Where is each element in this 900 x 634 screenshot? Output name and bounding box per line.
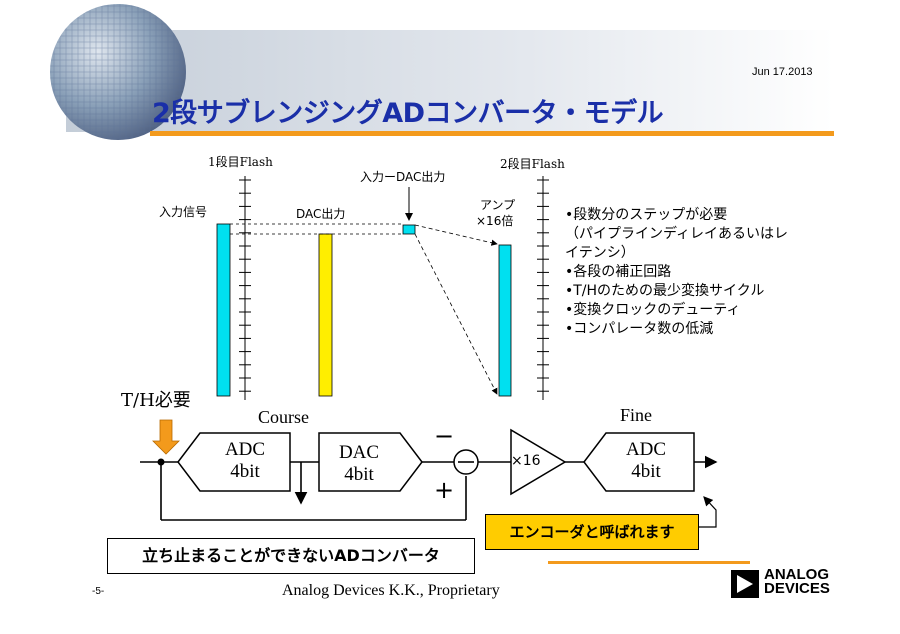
bullet-item: •各段の補正回路 [565, 264, 672, 280]
dac-label-line2: 4bit [344, 464, 374, 485]
amplified-bar [498, 244, 512, 397]
amplifier-block [510, 428, 567, 496]
encoder-callout: エンコーダと呼ばれます [485, 514, 699, 550]
flash1-ticks [239, 179, 251, 392]
flash2-ticks [537, 179, 549, 392]
th-arrow [152, 419, 180, 455]
bullet-item: イテンシ） [565, 245, 635, 261]
header-band [66, 30, 834, 132]
amp-bottom-arrow [414, 233, 498, 395]
minus-sign: − [434, 422, 455, 450]
bullet-item: •変換クロックのデューティ [565, 302, 741, 318]
amp-label-line1: アンプ [480, 198, 516, 212]
adc1-label: ADC 4bit [205, 439, 285, 483]
input-signal-bar [216, 223, 231, 397]
dac-label: DAC 4bit [319, 442, 399, 486]
difference-block [402, 224, 416, 235]
logo-line1: ANALOG [764, 566, 829, 583]
adc2-label: ADC 4bit [606, 439, 686, 483]
encoder-pointer [697, 496, 717, 528]
page-title: 2段サブレンジングADコンバータ・モデル [152, 98, 664, 129]
adc1-label-line1: ADC [224, 439, 266, 460]
amp-gain-label: ×16 [511, 453, 541, 469]
fine-label: Fine [620, 405, 653, 425]
dac-output-label: DAC出力 [296, 207, 346, 221]
bullet-item: •T/Hのための最少変換サイクル [565, 283, 765, 299]
dac-block [318, 432, 423, 492]
bullet-item: •コンパレータ数の低減 [565, 321, 714, 337]
dac-label-line1: DAC [338, 442, 380, 463]
adc2-label-line1: ADC [625, 439, 667, 460]
adc2-label-line2: 4bit [631, 461, 661, 482]
adc1-label-line2: 4bit [230, 461, 260, 482]
wafer-image [50, 4, 186, 140]
logo-line2: DEVICES [764, 580, 830, 597]
input-minus-dac-label: 入力ーDAC出力 [360, 170, 446, 184]
flash1-label: 1段目Flash [208, 155, 273, 169]
title-underline [150, 131, 834, 136]
dac-output-bar [318, 233, 333, 397]
course-label: Course [258, 407, 309, 427]
flash2-label: 2段目Flash [500, 157, 565, 171]
th-label: T/H必要 [121, 390, 191, 411]
adi-logo-text: ANALOG DEVICES [764, 566, 830, 597]
footer-proprietary: Analog Devices K.K., Proprietary [282, 582, 500, 599]
plus-sign: + [434, 476, 455, 504]
input-signal-label: 入力信号 [159, 205, 208, 219]
page-number: -5- [92, 586, 105, 597]
amp-top-arrow [414, 224, 498, 246]
bullet-list: •段数分のステップが必要 （パイプラインディレイあるいはレ イテンシ） •各段の… [565, 206, 788, 339]
adi-logo-triangle [737, 575, 753, 593]
amp-label-line2: ×16倍 [476, 214, 514, 228]
date: Jun 17.2013 [752, 66, 813, 78]
bullet-item: •段数分のステップが必要 [565, 207, 728, 223]
footer-line [548, 561, 750, 564]
bullet-item: （パイプラインディレイあるいはレ [565, 226, 789, 242]
cannot-stop-callout: 立ち止まることができないADコンバータ [107, 538, 475, 574]
